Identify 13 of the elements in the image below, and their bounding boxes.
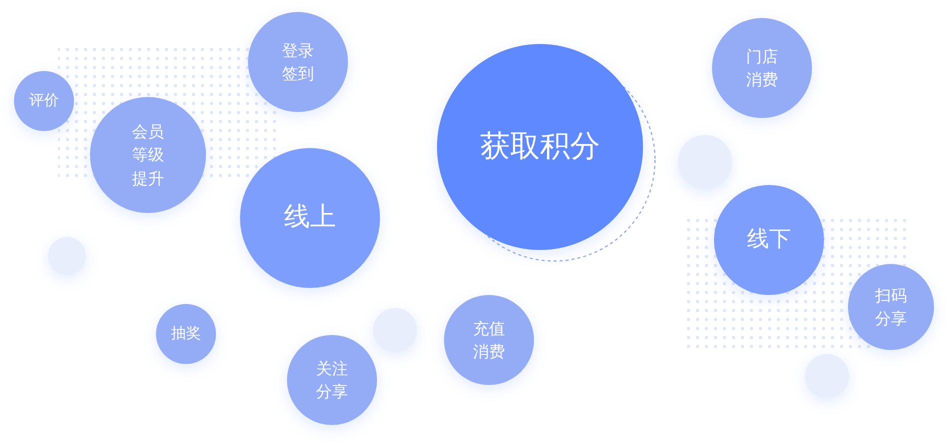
bubble xyxy=(14,71,74,131)
bubble-label: 获取积分 xyxy=(479,128,601,166)
bubble-label: 扫码分享 xyxy=(874,284,908,330)
bubble-label: 线下 xyxy=(746,226,792,254)
bubble-label: 会员等级提升 xyxy=(131,121,165,190)
bubble-label: 门店消费 xyxy=(745,46,779,91)
bubble-label: 登录签到 xyxy=(281,40,315,85)
bubble-label: 评价 xyxy=(28,90,60,112)
bubble-label: 关注分享 xyxy=(315,358,349,403)
bubble xyxy=(848,264,934,350)
bubble-label: 充值消费 xyxy=(472,318,506,363)
bubble-label: 线上 xyxy=(283,201,337,234)
bubble-label: 抽奖 xyxy=(170,323,202,344)
